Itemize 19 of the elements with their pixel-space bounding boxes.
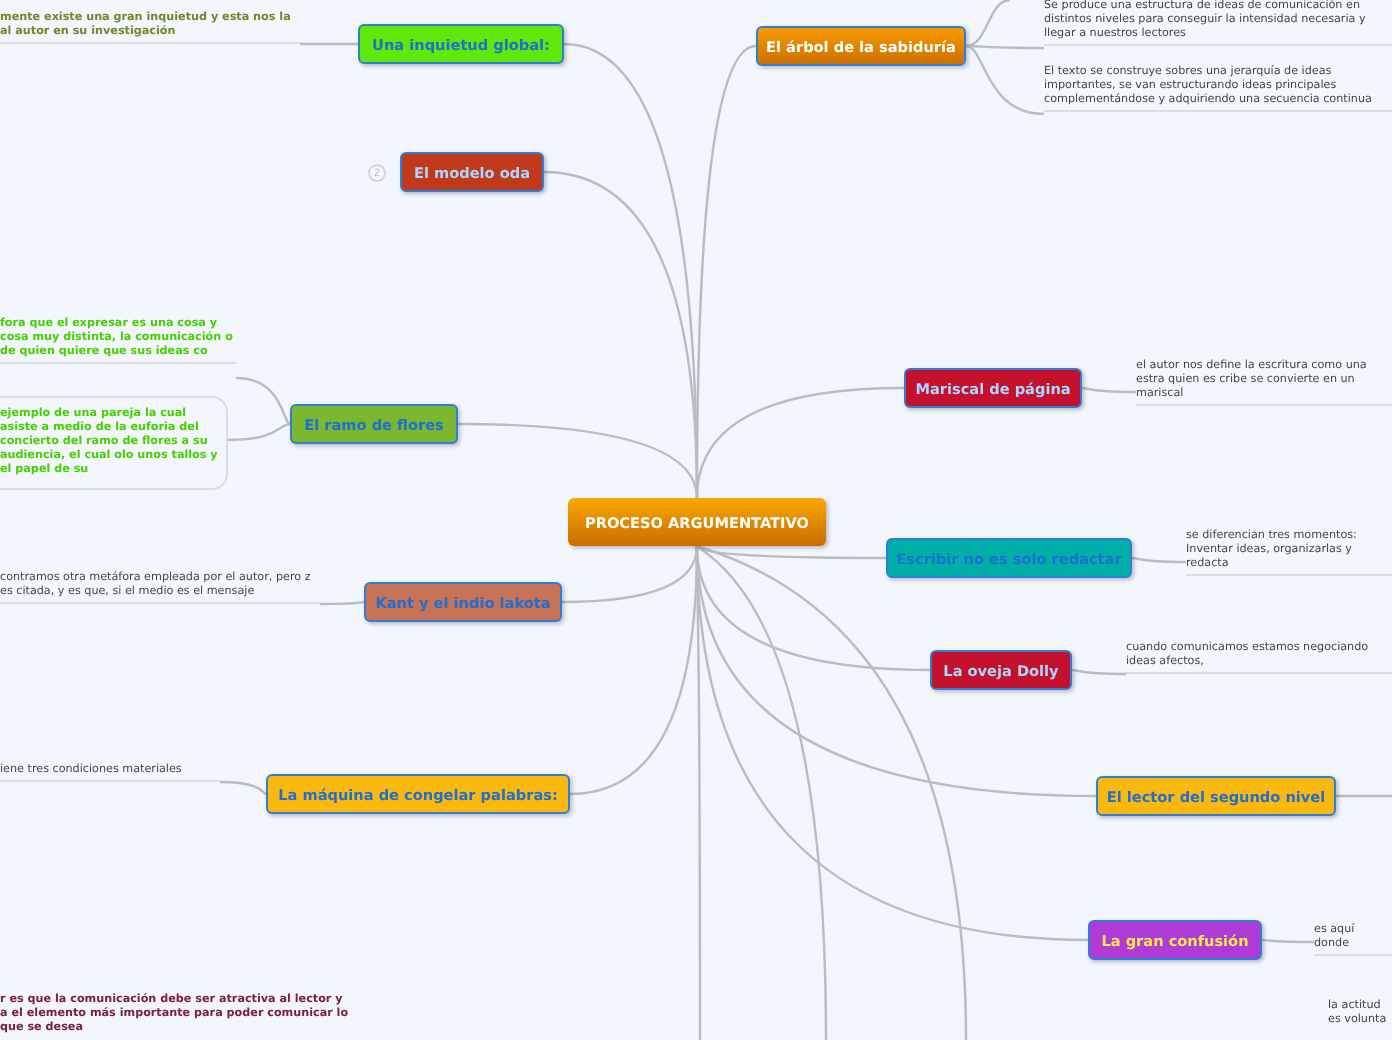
connector-line — [300, 42, 358, 46]
connector-line — [1081, 386, 1136, 394]
connector-line — [694, 545, 702, 1040]
connector-line — [695, 544, 968, 1040]
connector-line — [458, 422, 699, 499]
connector-line — [965, 44, 1045, 116]
connector-line — [1131, 556, 1186, 564]
connector-line — [235, 376, 291, 425]
connector-line — [965, 0, 1011, 48]
connector-line — [1261, 938, 1314, 944]
connector-line — [966, 44, 1044, 50]
connector-line — [695, 545, 828, 1040]
connector-line — [1336, 794, 1392, 798]
connector-line — [1071, 668, 1126, 676]
connector-line — [219, 780, 267, 795]
connector-line — [320, 600, 365, 606]
connector-line — [227, 422, 291, 442]
connector-line — [695, 386, 905, 499]
connector-line — [695, 545, 1089, 942]
